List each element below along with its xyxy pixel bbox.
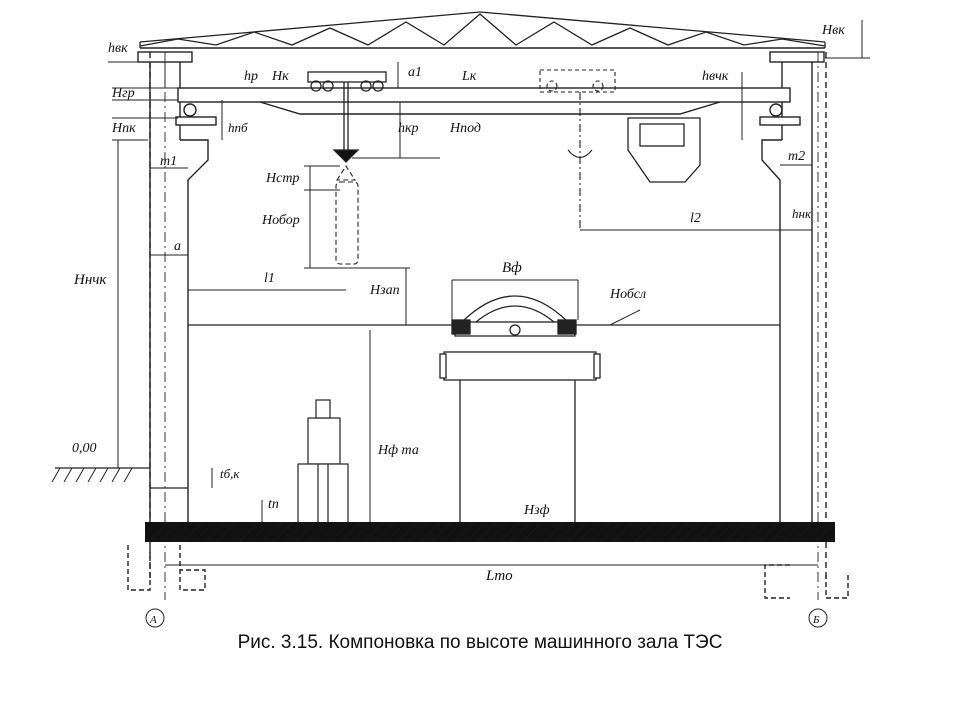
label-l1: l1 xyxy=(264,271,275,286)
label-H-pk: Hпк xyxy=(111,121,136,136)
label-H-zap: Hзап xyxy=(369,283,400,298)
crane-girder xyxy=(175,87,801,126)
label-H-obor: Hобор xyxy=(261,213,300,228)
label-L-k: Lк xyxy=(461,69,477,84)
label-h-r: hр xyxy=(244,69,258,84)
label-H-k: Hк xyxy=(271,69,289,84)
turbine-unit xyxy=(439,295,601,522)
label-a1: a1 xyxy=(408,65,422,80)
suspended-load xyxy=(335,164,359,265)
roof-truss xyxy=(139,11,870,59)
label-h-pb: hпб xyxy=(228,120,248,135)
label-h-kr: hкр xyxy=(398,121,419,136)
label-zero-level: 0,00 xyxy=(72,441,97,456)
pump-unit xyxy=(297,399,349,525)
label-h-vchk: hвчк xyxy=(702,69,729,84)
label-H-f-ta: Hф та xyxy=(377,443,419,458)
label-H-pod: Hпод xyxy=(449,121,481,136)
label-H-nchk: Hнчк xyxy=(73,272,107,288)
right-column xyxy=(761,51,849,600)
label-axis-a: А xyxy=(149,614,157,626)
label-H-obsl: Hобсл xyxy=(609,287,646,302)
foundation-slab xyxy=(145,522,835,542)
figure-caption: Рис. 3.15. Компоновка по высоте машинног… xyxy=(237,632,723,653)
axis-markers xyxy=(145,608,828,628)
label-H-gr: Hгр xyxy=(111,86,135,101)
crane-trolley-right xyxy=(539,69,616,230)
axis-b-marker xyxy=(808,608,828,628)
label-m1: m1 xyxy=(160,154,177,169)
ground-line xyxy=(51,467,188,489)
axis-a-marker xyxy=(145,608,165,628)
left-column xyxy=(127,51,209,600)
label-H-str: Hстр xyxy=(265,171,299,186)
label-a: a xyxy=(174,239,181,254)
label-t-p: tп xyxy=(268,497,279,512)
label-h-vk: hвк xyxy=(108,41,128,56)
crane-trolley-left xyxy=(307,71,387,163)
label-l2: l2 xyxy=(690,211,701,226)
label-B-f: Bф xyxy=(502,260,522,276)
label-H-vk: Hвк xyxy=(821,23,845,38)
label-t-bk: tб,к xyxy=(220,466,240,481)
crane-cab xyxy=(627,117,701,183)
label-axis-b: Б xyxy=(812,614,820,626)
label-h-nk: hнк xyxy=(792,206,812,221)
label-L-to: Lто xyxy=(485,568,513,584)
label-m2: m2 xyxy=(788,149,805,164)
label-H-zf: Hзф xyxy=(523,503,550,518)
dimension-lines xyxy=(108,20,863,566)
